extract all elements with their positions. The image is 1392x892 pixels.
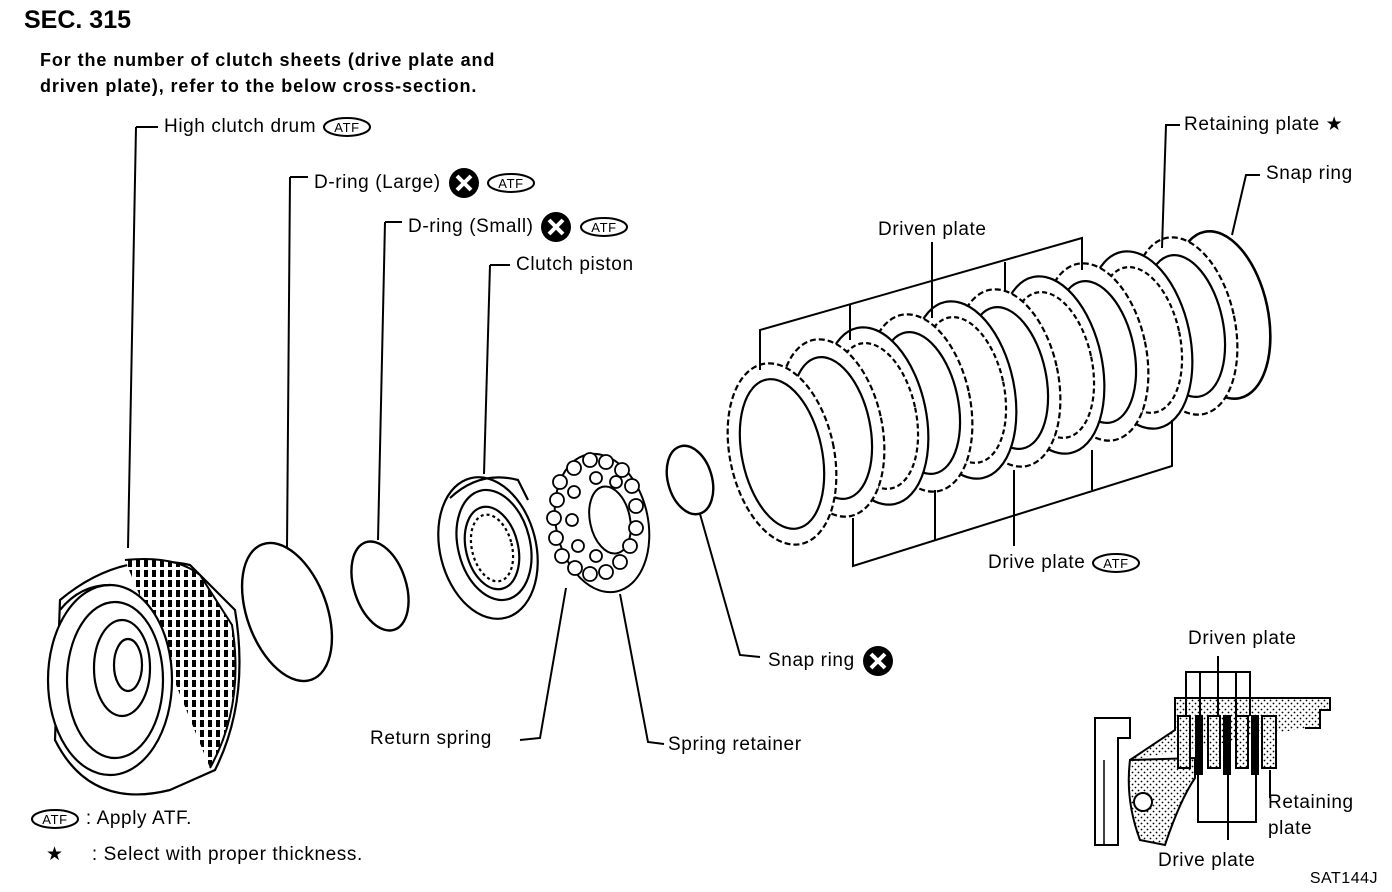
atf-badge-icon: ATF bbox=[323, 117, 372, 137]
figure-code: SAT144J bbox=[1309, 870, 1378, 887]
note-line-1: For the number of clutch sheets (drive p… bbox=[40, 50, 496, 70]
svg-text:ATF: ATF bbox=[592, 220, 617, 235]
label-spring-retainer: Spring retainer bbox=[668, 734, 802, 755]
label-text: High clutch drum bbox=[164, 116, 317, 138]
label-d-ring-small: D-ring (Small) ATF bbox=[408, 210, 629, 244]
x-circle-icon bbox=[541, 212, 572, 242]
inset-label-drive-plate: Drive plate bbox=[1158, 850, 1256, 871]
atf-badge-icon: ATF bbox=[580, 217, 629, 237]
star-icon: ★ bbox=[46, 844, 64, 865]
atf-badge-icon: ATF bbox=[487, 173, 536, 193]
section-number: SEC. 315 bbox=[24, 6, 132, 34]
svg-text:ATF: ATF bbox=[499, 176, 524, 191]
label-text: D-ring (Small) bbox=[408, 216, 534, 238]
svg-text:ATF: ATF bbox=[42, 812, 67, 827]
star-icon: ★ bbox=[1325, 114, 1344, 135]
return-spring-assembly bbox=[546, 452, 651, 594]
snap-ring-lower bbox=[665, 444, 715, 516]
clutch-plates bbox=[726, 230, 1272, 546]
x-circle-icon bbox=[448, 168, 479, 198]
label-text: Retaining plate bbox=[1184, 114, 1320, 135]
legend-text: : Select with proper thickness. bbox=[91, 844, 363, 865]
atf-badge-icon: ATF bbox=[1092, 553, 1141, 573]
d-ring-small bbox=[350, 540, 410, 632]
legend-star: ★ : Select with proper thickness. bbox=[46, 843, 363, 866]
x-circle-icon bbox=[862, 646, 893, 676]
high-clutch-drum bbox=[46, 558, 241, 796]
d-ring-large bbox=[240, 541, 334, 683]
inset-label-retaining-line1: Retaining bbox=[1268, 792, 1354, 813]
label-snap-ring-top: Snap ring bbox=[1266, 163, 1353, 184]
label-text: Snap ring bbox=[768, 650, 855, 672]
cross-section-inset bbox=[1094, 656, 1331, 847]
label-text: D-ring (Large) bbox=[314, 172, 441, 194]
label-clutch-piston: Clutch piston bbox=[516, 254, 634, 275]
svg-text:ATF: ATF bbox=[334, 120, 359, 135]
label-retaining-plate: Retaining plate ★ bbox=[1184, 113, 1343, 136]
label-driven-plate: Driven plate bbox=[878, 219, 987, 240]
label-text: Drive plate bbox=[988, 552, 1086, 574]
label-return-spring: Return spring bbox=[370, 728, 492, 749]
legend-atf: ATF : Apply ATF. bbox=[30, 808, 192, 830]
inset-label-retaining-line2: plate bbox=[1268, 818, 1313, 839]
label-d-ring-large: D-ring (Large) ATF bbox=[314, 166, 536, 200]
label-snap-ring-lower: Snap ring bbox=[768, 644, 895, 678]
label-drive-plate: Drive plate ATF bbox=[988, 552, 1141, 574]
atf-badge-icon: ATF bbox=[31, 809, 79, 829]
label-high-clutch-drum: High clutch drum ATF bbox=[164, 116, 372, 138]
inset-label-driven-plate: Driven plate bbox=[1188, 628, 1297, 649]
svg-text:ATF: ATF bbox=[1104, 556, 1129, 571]
legend-text: : Apply ATF. bbox=[85, 808, 193, 830]
clutch-piston bbox=[437, 476, 539, 620]
note-line-2: driven plate), refer to the below cross-… bbox=[40, 76, 478, 96]
